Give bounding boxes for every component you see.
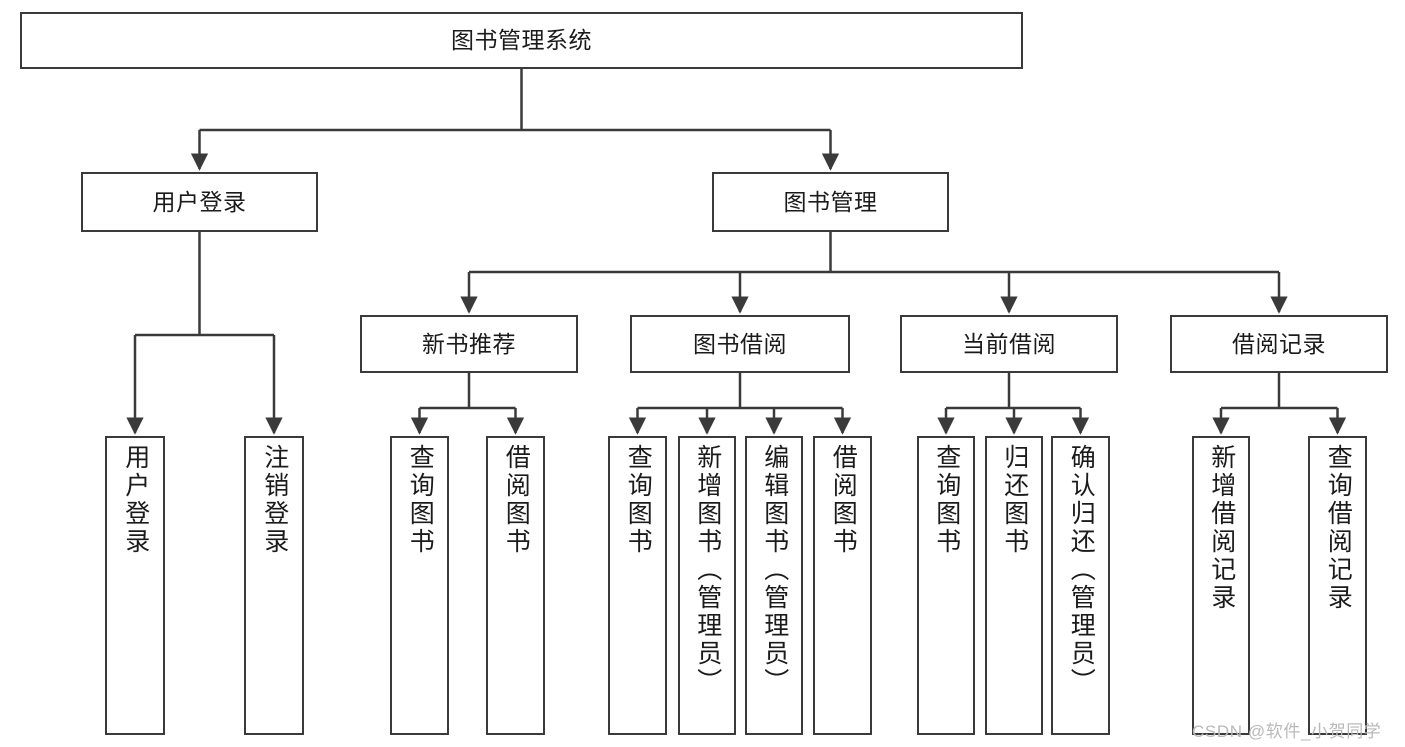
node-label: 借阅记录 [1232,330,1326,357]
node-login[interactable]: 用户登录 [81,172,318,232]
node-l-logout[interactable]: 注销登录 [244,436,304,735]
node-label: 查询图书 [624,444,653,556]
node-label: 借阅图书 [829,444,858,556]
node-label: 图书管理 [783,188,878,215]
node-label: 归还图书 [1000,444,1029,556]
node-newbook[interactable]: 新书推荐 [360,315,578,373]
node-label: 查询借阅记录 [1324,444,1353,612]
node-records[interactable]: 借阅记录 [1170,315,1388,373]
node-label: 新书推荐 [422,330,516,357]
node-label: 借阅图书 [502,444,531,556]
node-l-bw-add[interactable]: 新增图书（管理员） [678,436,736,735]
node-label: 查询图书 [406,444,435,556]
node-l-login[interactable]: 用户登录 [105,436,165,735]
node-label: 当前借阅 [962,330,1056,357]
node-l-nb-borrow[interactable]: 借阅图书 [486,436,545,735]
watermark-label: CSDN @软件_小贺同学 [1192,722,1382,741]
node-label: 用户登录 [152,188,247,215]
node-borrow[interactable]: 图书借阅 [630,315,850,373]
node-root[interactable]: 图书管理系统 [20,12,1023,69]
node-l-cb-return[interactable]: 归还图书 [985,436,1043,735]
node-bookmgmt[interactable]: 图书管理 [712,172,949,232]
node-l-rc-add[interactable]: 新增借阅记录 [1192,436,1250,735]
node-label: 确认归还（管理员） [1067,444,1096,696]
node-label: 图书管理系统 [451,27,592,54]
node-l-bw-edit[interactable]: 编辑图书（管理员） [745,436,803,735]
node-label: 编辑图书（管理员） [760,444,789,696]
node-label: 新增借阅记录 [1207,444,1236,612]
node-label: 查询图书 [932,444,961,556]
node-current[interactable]: 当前借阅 [900,315,1118,373]
node-l-nb-query[interactable]: 查询图书 [390,436,449,735]
node-l-rc-query[interactable]: 查询借阅记录 [1308,436,1367,735]
node-label: 图书借阅 [693,330,787,357]
node-label: 用户登录 [121,444,150,556]
node-l-bw-lend[interactable]: 借阅图书 [813,436,872,735]
node-label: 注销登录 [260,444,289,556]
node-l-cb-query[interactable]: 查询图书 [917,436,975,735]
node-label: 新增图书（管理员） [693,444,722,696]
node-l-cb-confirm[interactable]: 确认归还（管理员） [1051,436,1110,735]
node-l-bw-query[interactable]: 查询图书 [608,436,667,735]
